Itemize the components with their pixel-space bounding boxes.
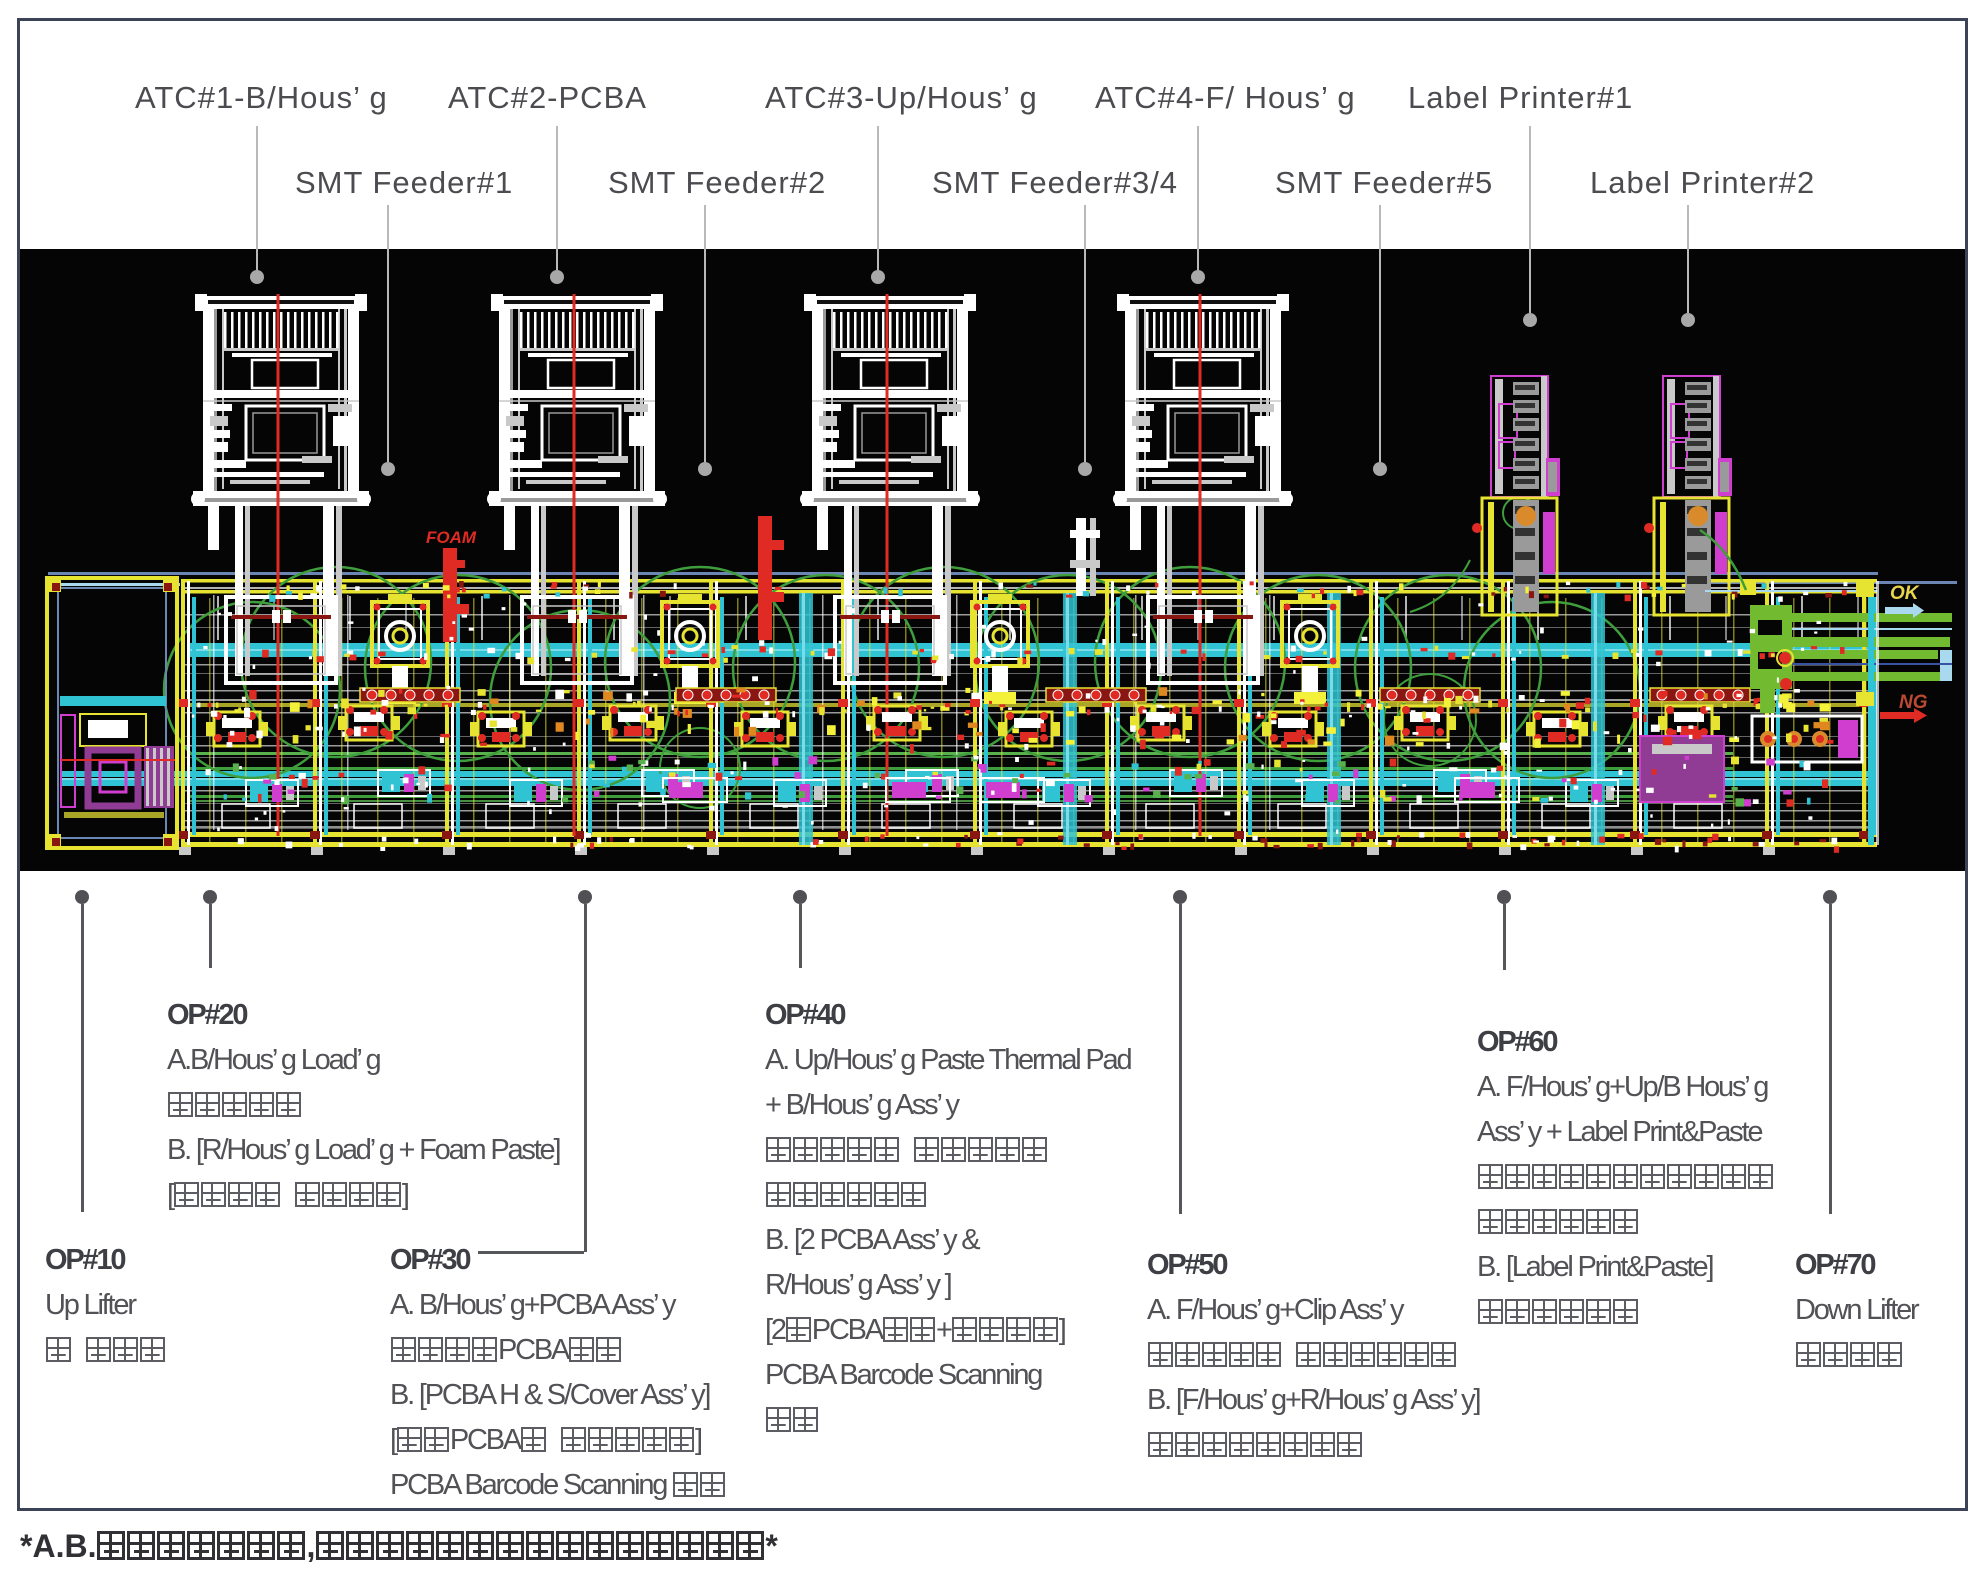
svg-text:FOAM: FOAM <box>426 528 477 547</box>
svg-text:NG: NG <box>1899 692 1928 713</box>
svg-text:OK: OK <box>1890 583 1920 604</box>
